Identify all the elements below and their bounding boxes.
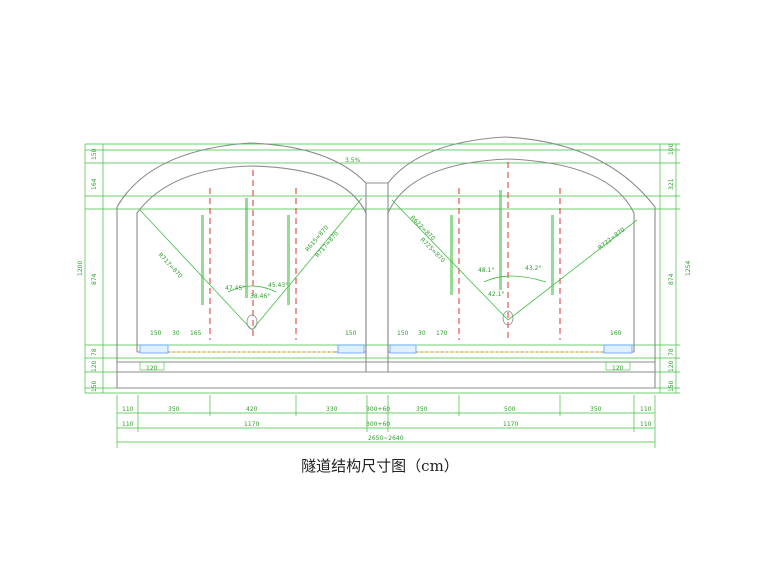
bottom-dim-9: 110 (640, 406, 652, 413)
left-bore-inner (136, 165, 367, 352)
wall-annotations (201, 190, 554, 305)
ditch-boxes (139, 344, 633, 354)
right-dim-5: 120 (668, 360, 675, 372)
bottom-dim-8: 350 (590, 406, 602, 413)
bottom-dim-1: 110 (122, 406, 134, 413)
left-dim-total: 1200 (77, 261, 84, 276)
ditch-small-boxes (139, 361, 631, 371)
centerline-marker-right (502, 310, 514, 326)
right-bore-outer (387, 136, 656, 388)
slope-label: 3.5% (345, 157, 361, 164)
bottom-dim-4: 330 (326, 406, 338, 413)
ditch-left-width: 120 (146, 365, 158, 372)
sidewalk-left-3: 165 (190, 330, 202, 337)
centerline-marker-left (246, 314, 258, 330)
right-dim-2: 321 (668, 178, 675, 190)
angle-right-b: 43.2° (525, 265, 541, 272)
sidewalk-left-4: 150 (345, 330, 357, 337)
bottom-dim-6: 350 (416, 406, 428, 413)
right-dim-6: 150 (668, 380, 675, 392)
left-dim-6: 150 (91, 380, 98, 392)
right-dim-3: 874 (668, 273, 675, 285)
angle-right-c: 42.1° (488, 291, 504, 298)
left-bore-outer (116, 142, 367, 388)
sidewalk-left-2: 30 (172, 330, 180, 337)
left-dim-3: 874 (91, 273, 98, 285)
left-dim-2: 164 (91, 178, 98, 190)
angle-left-b: 38.46° (250, 293, 270, 300)
radius-right-c: R722=870 (597, 226, 627, 251)
sidewalk-right-2: 30 (418, 330, 426, 337)
dimension-extension-lines (84, 143, 680, 448)
right-dim-4: 78 (668, 348, 675, 356)
left-dim-4: 78 (91, 348, 98, 356)
bottom-dim-row2-4: 1170 (503, 421, 518, 428)
right-dim-total: 1254 (685, 261, 692, 276)
lane-lines (209, 162, 561, 340)
bottom-dim-5: 300+60 (366, 406, 390, 413)
bottom-dim-row2-3: 300+60 (366, 421, 390, 428)
sidewalk-right-3: 170 (436, 330, 448, 337)
figure-caption: 隧道结构尺寸图（cm） (301, 457, 459, 475)
left-dim-1: 150 (91, 148, 98, 160)
right-dim-1: 100 (668, 143, 675, 155)
angle-left-c: 45.43° (268, 282, 288, 289)
bottom-dim-row2-5: 110 (640, 421, 652, 428)
bottom-dim-2: 350 (168, 406, 180, 413)
angle-right-a: 48.1° (478, 267, 494, 274)
radius-left-a: R717=870 (157, 252, 184, 280)
sidewalk-right-4: 160 (610, 330, 622, 337)
bottom-dim-total: 2650~2640 (368, 435, 404, 442)
sidewalk-right-1: 150 (397, 330, 409, 337)
tunnel-structure (116, 136, 656, 389)
angle-left-a: 47.45° (225, 285, 245, 292)
ditch-right-width: 120 (612, 365, 624, 372)
bottom-dim-row2-2: 1170 (244, 421, 259, 428)
right-bore-inner (387, 158, 635, 352)
bottom-dim-7: 500 (504, 406, 516, 413)
bottom-dim-row2-1: 110 (122, 421, 134, 428)
bottom-dim-3: 420 (246, 406, 258, 413)
left-dim-5: 120 (91, 360, 98, 372)
sidewalk-left-1: 150 (150, 330, 162, 337)
